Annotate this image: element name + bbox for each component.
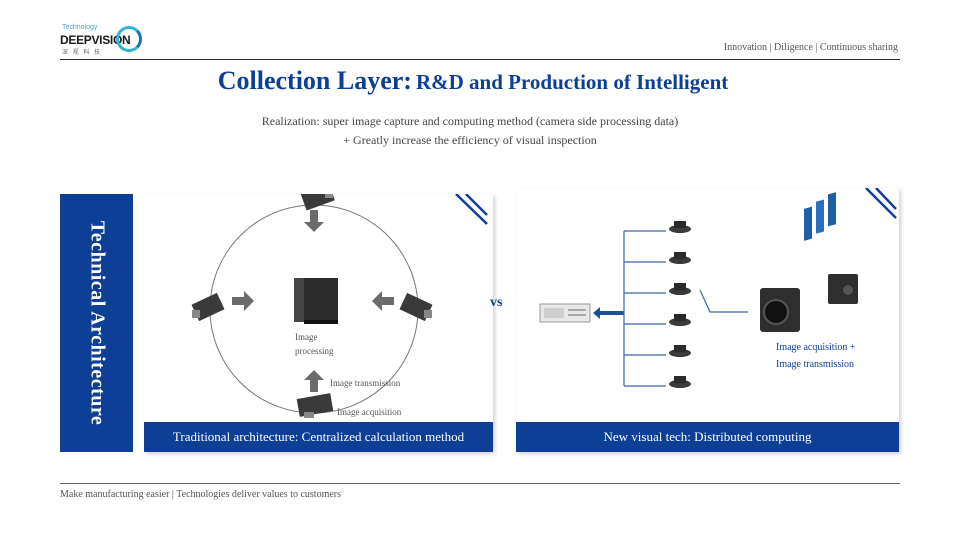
logo-brand-text: DEEPVISION bbox=[60, 33, 131, 47]
logo-sub-text: 深 视 科 技 bbox=[62, 50, 102, 56]
footer-divider bbox=[60, 483, 900, 484]
arrow-down-icon bbox=[304, 210, 324, 232]
exploded-camera-icon bbox=[760, 192, 858, 332]
label-acquisition-transmission-2: Image transmission bbox=[776, 359, 855, 370]
company-logo: Technology DEEPVISION 深 视 科 技 bbox=[60, 24, 142, 60]
edge-server-icon bbox=[539, 303, 591, 323]
logo-small-text: Technology bbox=[62, 24, 98, 31]
camera-right-icon bbox=[399, 292, 433, 322]
footer-text: Make manufacturing easier | Technologies… bbox=[60, 489, 342, 500]
camera-left-icon bbox=[191, 292, 225, 322]
page-title: Collection Layer: R&D and Production of … bbox=[0, 66, 946, 96]
label-image-processing-1: Image bbox=[295, 332, 318, 342]
logo-ring-icon bbox=[116, 26, 142, 52]
distributed-caption: New visual tech: Distributed computing bbox=[516, 422, 899, 452]
traditional-caption: Traditional architecture: Centralized ca… bbox=[144, 422, 493, 452]
traditional-architecture-panel: Image processing Image transmission Imag… bbox=[144, 194, 493, 452]
header-divider bbox=[60, 59, 900, 60]
traditional-diagram bbox=[191, 194, 488, 418]
server-icon bbox=[294, 278, 338, 324]
side-label-text: Technical Architecture bbox=[86, 220, 108, 426]
title-part-1: Collection Layer: bbox=[217, 66, 412, 95]
corner-stripes-icon bbox=[455, 194, 488, 225]
subtitle-line-1: Realization: super image capture and com… bbox=[261, 114, 679, 128]
vs-label: vs bbox=[490, 295, 503, 310]
side-label-bar: Technical Architecture bbox=[60, 194, 133, 452]
new-visual-tech-panel: Image acquisition + Image transmission N… bbox=[516, 188, 899, 452]
distributed-diagram bbox=[539, 188, 897, 388]
title-part-2: R&D and Production of Intelligent bbox=[415, 70, 729, 94]
label-image-acquisition: Image acquisition bbox=[337, 407, 402, 417]
arrow-right-icon bbox=[232, 291, 254, 311]
label-image-processing-2: processing bbox=[295, 346, 334, 356]
header-tagline: Innovation | Diligence | Continuous shar… bbox=[723, 42, 898, 53]
label-acquisition-transmission-1: Image acquisition + bbox=[776, 342, 856, 353]
arrow-left-blue-icon bbox=[593, 307, 624, 319]
camera-bottom-icon bbox=[296, 393, 334, 418]
connection-tree bbox=[623, 230, 748, 387]
smart-camera-icons bbox=[669, 221, 691, 388]
camera-top-icon bbox=[299, 194, 335, 211]
subtitle-line-2: + Greatly increase the efficiency of vis… bbox=[343, 133, 597, 147]
corner-stripes-icon bbox=[865, 188, 897, 219]
arrow-left-icon bbox=[372, 291, 394, 311]
arrow-up-icon bbox=[304, 370, 324, 392]
label-image-transmission: Image transmission bbox=[330, 378, 401, 388]
